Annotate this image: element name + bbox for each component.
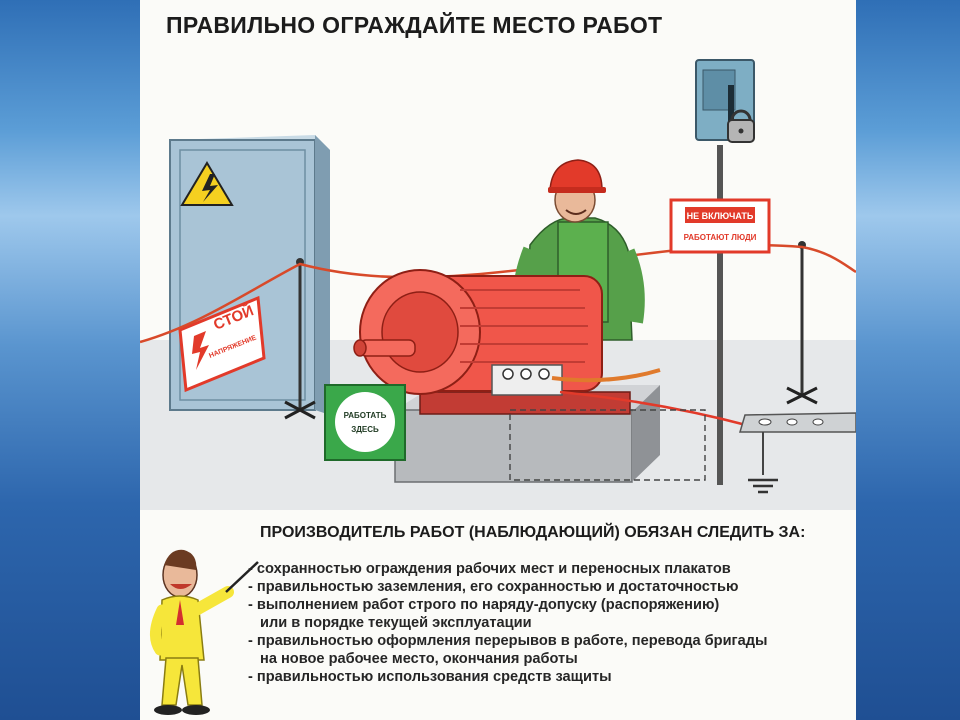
duty-item: - правильностью использования средств за… <box>248 669 612 685</box>
ground-conductor-dashed <box>509 409 706 481</box>
ground-cable <box>559 390 751 428</box>
pointer-icon <box>225 561 259 593</box>
duty-item-continuation: на новое рабочее место, окончания работы <box>260 651 578 667</box>
work-here-sign: РАБОТАТЬ ЗДЕСЬ <box>324 384 406 461</box>
do-not-switch-on-sign: НЕ ВКЛЮЧАТЬ РАБОТАЮТ ЛЮДИ <box>669 198 771 254</box>
duty-item: - правильностью заземления, его сохранно… <box>248 579 739 595</box>
work-here-line2: ЗДЕСЬ <box>351 425 379 434</box>
duties-list: - сохранностью ограждения рабочих мест и… <box>248 560 767 686</box>
padlock-icon <box>727 109 755 143</box>
fence-stand-left <box>284 258 316 420</box>
ground-bus <box>738 412 856 475</box>
electric-motor <box>353 269 661 415</box>
duty-item-continuation: или в порядке текущей эксплуатации <box>260 615 532 631</box>
duty-item: - сохранностью ограждения рабочих мест и… <box>248 561 731 577</box>
fence-stand-right <box>786 241 818 405</box>
duty-item: - выполнением работ строго по наряду-доп… <box>248 597 720 613</box>
lecturer-cartoon <box>150 549 259 715</box>
safety-poster: ПРАВИЛЬНО ОГРАЖДАЙТЕ МЕСТО РАБОТ СТОЙ НА… <box>140 0 856 720</box>
ground-icon <box>748 478 778 494</box>
poster-title: ПРАВИЛЬНО ОГРАЖДАЙТЕ МЕСТО РАБОТ <box>166 12 663 38</box>
duties-heading: ПРОИЗВОДИТЕЛЬ РАБОТ (НАБЛЮДАЮЩИЙ) ОБЯЗАН… <box>260 524 806 541</box>
work-area-illustration: СТОЙ НАПРЯЖЕНИЕ <box>140 59 856 510</box>
high-voltage-icon <box>180 161 234 206</box>
work-here-line1: РАБОТАТЬ <box>344 411 387 420</box>
do-not-switch-line2: РАБОТАЮТ ЛЮДИ <box>684 233 757 242</box>
duty-item: - правильностью оформления перерывов в р… <box>248 633 768 649</box>
do-not-switch-line1: НЕ ВКЛЮЧАТЬ <box>687 211 754 221</box>
